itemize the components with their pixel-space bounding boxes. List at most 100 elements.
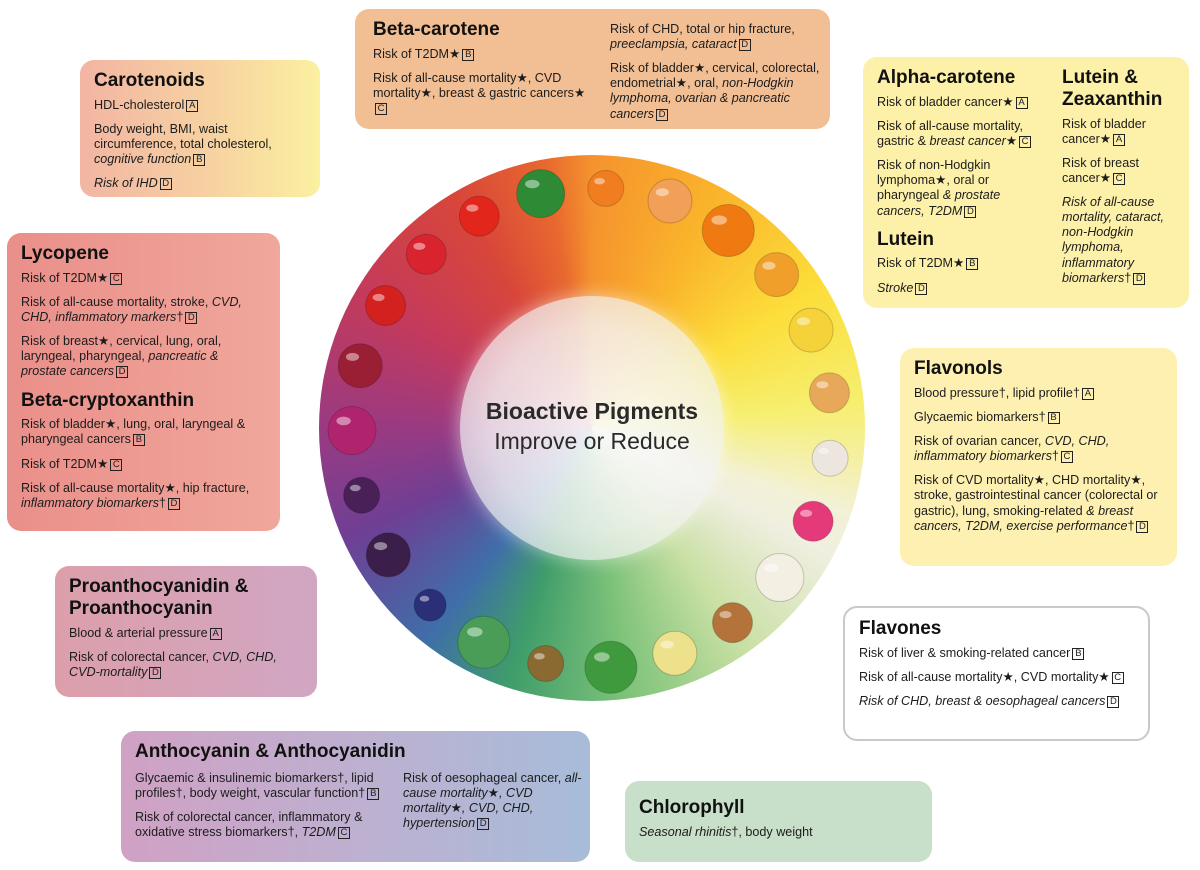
finding-item: Risk of all-cause mortality★, hip fractu… [21,481,266,511]
blueberry-highlight [419,595,430,602]
evidence-grade-badge: A [1015,96,1028,109]
finding-text: Blood pressure†, lipid profile† [914,385,1080,400]
finding-item: Risk of colorectal cancer, inflammatory … [135,810,380,840]
flavones-box: Flavones Risk of liver & smoking-related… [843,606,1150,741]
flavones-title: Flavones [859,618,942,639]
plum-icon [343,476,381,514]
finding-text: HDL-cholesterol [94,97,185,112]
evidence-grade-badge: C [375,103,387,116]
finding-italic-text: Risk of CHD, breast & oesophageal cancer… [859,694,1106,709]
tomato-highlight [466,204,479,212]
artichoke-highlight [467,627,483,637]
anthocyanin-title: Anthocyanin & Anthocyanidin [135,741,406,762]
finding-text: Risk of T2DM★ [21,456,109,471]
finding-italic-text: Risk of all-cause mortality, cataract, n… [1062,195,1164,285]
red-cabbage-icon [327,406,377,455]
finding-text: Risk of all-cause mortality★, hip fractu… [21,480,250,495]
finding-text: Risk of colorectal cancer, inflammatory … [135,810,363,840]
finding-item: Risk of T2DM★C [21,271,266,286]
evidence-grade-badge: D [185,312,198,325]
finding-item: Risk of all-cause mortality, stroke, CVD… [21,295,266,325]
finding-text: Body weight, BMI, waist circumference, t… [94,121,272,152]
finding-item: Risk of all-cause mortality★, CVD mortal… [373,71,588,116]
evidence-grade-badge: C [110,458,123,471]
wheel-title: Bioactive Pigments [485,398,699,424]
finding-italic-text: all-cause mortality★, CVD mortality★, CV… [403,771,582,831]
finding-item: Risk of T2DM★B [373,47,588,62]
chlorophyll-list: Seasonal rhinitis†, body weight [639,825,918,840]
cauliflower-icon [755,553,805,602]
evidence-grade-badge: A [1081,387,1094,400]
kiwi-highlight [534,653,545,660]
finding-italic-text: CVD, CHD, CVD-mortality [69,649,277,679]
finding-italic-text: pancreatic & prostate cancers [21,349,219,379]
finding-italic-text: & prostate cancers, T2DM [877,188,1001,218]
garlic-icon [811,439,849,477]
evidence-grade-badge: B [193,154,206,167]
mango-highlight [762,261,776,270]
finding-italic-text: breast cancer★ [929,134,1018,149]
finding-item: Risk of breast cancer★C [1062,156,1182,186]
onion-icon [808,372,850,414]
finding-item: Blood pressure†, lipid profile†A [914,386,1163,401]
lycopene-list: Risk of T2DM★C Risk of all-cause mortalit… [21,271,266,380]
pumpkin-highlight [711,215,727,225]
finding-italic-text: inflammatory biomarkers [21,495,159,510]
finding-text: Risk of oesophageal cancer, [403,771,562,785]
finding-text: † [176,310,184,325]
anthocyanin-box: Anthocyanin & Anthocyanidin Glycaemic & … [121,731,590,862]
finding-italic-text: T2DM [301,825,336,840]
alpha-carotene-title: Alpha-carotene [877,67,1016,88]
finding-text: Risk of CVD mortality★, CHD mortality★, … [914,473,1158,518]
evidence-grade-badge: B [1047,411,1060,424]
red-pepper-icon [365,285,407,326]
finding-text: Risk of ovarian cancer, [914,434,1042,449]
watermelon-icon [516,169,566,219]
finding-text: Risk of colorectal cancer, [69,649,209,664]
strawberry-highlight [413,242,426,250]
flavonols-box: Flavonols Blood pressure†, lipid profile… [900,348,1177,566]
finding-item: Risk of bladder★, cervical, colorectal, … [610,61,820,121]
cauliflower-highlight [764,563,779,573]
evidence-grade-badge: D [1136,520,1149,533]
melon-highlight [660,640,674,649]
finding-item: Body weight, BMI, waist circumference, t… [94,122,306,167]
finding-text: Risk of bladder★, lung, oral, laryngeal … [21,417,246,447]
beta-carotene-right-list: Risk of CHD, total or hip fracture, pree… [610,22,820,122]
evidence-grade-badge: B [367,788,380,801]
mango-icon [754,252,800,298]
anthocyanin-right-list: Risk of oesophageal cancer, all-cause mo… [403,771,583,831]
eggplant-highlight [374,542,388,551]
pumpkin-icon [701,204,755,257]
finding-italic-text: Risk of IHD [94,176,158,191]
potato-highlight [719,611,732,619]
finding-text: † [158,495,166,510]
onion-highlight [816,381,829,389]
finding-text: Risk of all-cause mortality★, CVD mortal… [859,669,1110,684]
finding-italic-text: & breast cancers, T2DM, exercise perform… [914,503,1134,533]
finding-item: Risk of T2DM★C [21,457,266,472]
wheel-subtitle: Improve or Reduce [494,428,690,454]
finding-text: Risk of bladder★, cervical, colorectal, … [610,61,820,91]
finding-italic-text: CVD, CHD, inflammatory markers [21,294,242,325]
evidence-grade-badge: D [915,282,928,295]
evidence-grade-badge: D [1107,696,1120,709]
finding-item: Risk of oesophageal cancer, all-cause mo… [403,771,583,831]
finding-item: Risk of CHD, breast & oesophageal cancer… [859,694,1134,709]
watermelon-highlight [525,179,540,189]
finding-item: Risk of non-Hodgkin lymphoma★, oral or p… [877,158,1047,218]
broccoli-icon [584,640,638,694]
blueberry-icon [413,588,447,622]
carrot-icon [587,169,625,207]
evidence-grade-badge: B [462,48,475,61]
chlorophyll-box: Chlorophyll Seasonal rhinitis†, body wei… [625,781,932,862]
finding-text: Glycaemic biomarkers† [914,409,1046,424]
